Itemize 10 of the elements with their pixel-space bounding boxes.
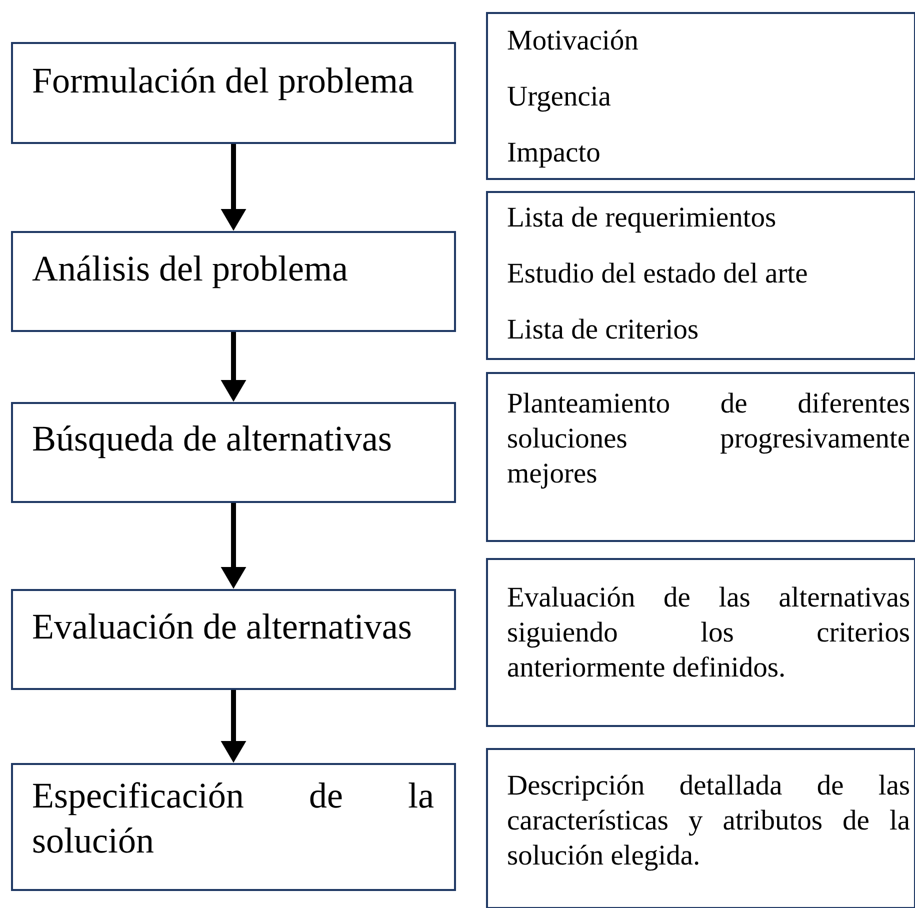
note-box: Planteamiento de diferentes soluciones progresivamente mejores <box>486 372 915 542</box>
note-box: Lista de requerimientos Estudio del estado del arte Lista de criterios <box>486 191 915 360</box>
note-box: Evaluación de las alternativas siguiendo los criterios anteriormente definidos. <box>486 558 915 727</box>
process-box: Especificación de la solución <box>11 763 456 891</box>
note-box: Descripción detallada de las características y atributos de la solución elegida. <box>486 748 915 908</box>
process-box: Formulación del problema <box>11 42 456 144</box>
process-box: Evaluación de alternativas <box>11 589 456 690</box>
process-box: Búsqueda de alternativas <box>11 402 456 503</box>
note-box: Motivación Urgencia Impacto <box>486 12 915 180</box>
process-box: Análisis del problema <box>11 231 456 332</box>
